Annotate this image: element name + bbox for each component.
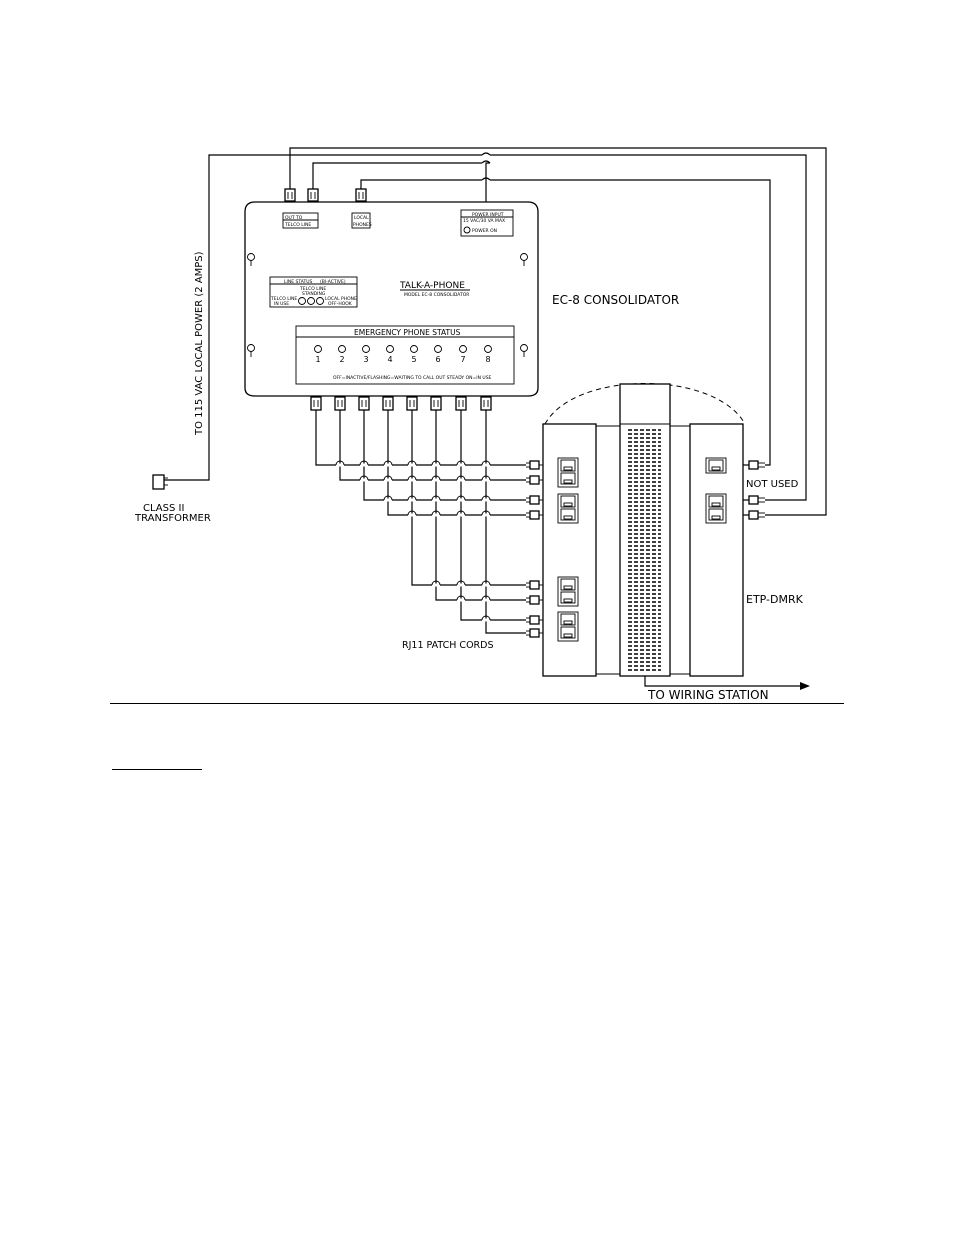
section-heading-underline	[112, 769, 202, 770]
output-plug-7	[455, 396, 467, 411]
local-label: LOCAL	[354, 215, 369, 221]
etp-dmrk-label: ETP-DMRK	[746, 593, 804, 606]
output-plug-8	[480, 396, 492, 411]
mount-keyholes	[247, 253, 528, 357]
top-wires	[164, 147, 827, 516]
ec8-consolidator: OUT TO TELCO LINE LOCAL PHONES POWER INP…	[244, 201, 539, 397]
power-rating-label: 15 VAC/30 VA MAX	[463, 218, 505, 224]
status-number-1: 1	[316, 355, 321, 364]
status-led-3	[362, 345, 370, 353]
right-jack-pair	[705, 493, 727, 524]
status-number-5: 5	[412, 355, 417, 364]
local-phone-label: LOCAL PHONE	[325, 296, 357, 302]
telco-line-in-use-label: TELCO LINE	[270, 296, 297, 302]
emergency-status-label: EMERGENCY PHONE STATUS	[354, 328, 461, 337]
status-number-7: 7	[461, 355, 466, 364]
power-input-label: POWER INPUT	[472, 212, 504, 218]
transformer-label-line1: CLASS II	[143, 503, 184, 514]
cord-plug-6	[529, 595, 540, 605]
power-on-led	[463, 226, 471, 234]
cord-plug-4	[529, 510, 540, 520]
status-led-6	[434, 345, 442, 353]
brand-label: TALK-A-PHONE	[399, 281, 465, 291]
out-to-label: OUT TO	[285, 215, 303, 221]
left-jack-module	[542, 423, 597, 677]
right-side-plugs	[743, 460, 765, 520]
patch-cord-plugs	[526, 460, 543, 638]
left-jack-pair-3	[557, 576, 579, 607]
output-plug-3	[358, 396, 370, 411]
class-ii-transformer: CLASS II TRANSFORMER	[134, 474, 211, 524]
not-used-label: NOT USED	[746, 479, 799, 490]
line-status-extra: (BI-ACTIVE)	[320, 279, 346, 285]
output-plug-4	[382, 396, 394, 411]
status-number-3: 3	[364, 355, 369, 364]
status-note: OFF=INACTIVE/FLASHING=WAITING TO CALL OU…	[333, 375, 492, 381]
status-led-off-hook	[316, 297, 324, 305]
rj11-patch-cords	[315, 410, 526, 634]
output-plug-2	[334, 396, 346, 411]
left-jack-pair-4	[557, 611, 579, 642]
status-led-7	[459, 345, 467, 353]
wiring-station-label: TO WIRING STATION	[647, 688, 769, 702]
telco-line-label: TELCO LINE	[284, 222, 311, 228]
transformer-label-line2: TRANSFORMER	[134, 513, 211, 524]
punch-down-block	[596, 383, 690, 677]
power-note: TO 115 VAC LOCAL POWER (2 AMPS)	[194, 251, 205, 436]
etp-dmrk-module	[689, 423, 744, 677]
right-jack-single	[705, 457, 727, 474]
cord-plug-2	[529, 475, 540, 485]
cord-plug-1	[529, 460, 540, 470]
patch-cords-label: RJ11 PATCH CORDS	[402, 640, 494, 651]
cord-plug-8	[529, 628, 540, 638]
in-use-label: IN USE	[274, 301, 289, 307]
emergency-status-leds: 1 2 3 4 5 6 7 8	[314, 345, 492, 364]
left-jack-pair-2	[557, 493, 579, 524]
top-plugs	[284, 188, 367, 202]
output-plug-1	[310, 396, 322, 411]
status-led-8	[484, 345, 492, 353]
status-number-4: 4	[388, 355, 393, 364]
cord-plug-7	[529, 615, 540, 625]
cord-plug-3	[529, 495, 540, 505]
section-divider	[110, 703, 844, 704]
cord-plug-5	[529, 580, 540, 590]
phones-label: PHONES	[353, 222, 372, 228]
status-led-in-use	[298, 297, 306, 305]
status-led-standing	[307, 297, 315, 305]
model-label: MODEL EC-8 CONSOLIDATOR	[404, 292, 469, 298]
status-led-5	[410, 345, 418, 353]
status-led-1	[314, 345, 322, 353]
left-jack-pair-1	[557, 457, 579, 488]
power-on-label: POWER ON	[472, 228, 497, 234]
output-plug-5	[406, 396, 418, 411]
status-number-6: 6	[436, 355, 441, 364]
status-number-2: 2	[340, 355, 345, 364]
status-number-8: 8	[486, 355, 491, 364]
consolidator-label: EC-8 CONSOLIDATOR	[552, 293, 679, 307]
wiring-station-arrow	[644, 676, 810, 690]
status-led-2	[338, 345, 346, 353]
status-led-4	[386, 345, 394, 353]
output-plug-6	[430, 396, 442, 411]
off-hook-label: OFF-HOOK	[328, 301, 353, 307]
telco-line-status-label: TELCO LINE	[299, 286, 326, 292]
standing-label: STANDING	[302, 291, 326, 297]
line-status-label: LINE STATUS	[284, 279, 313, 285]
bottom-plugs	[310, 396, 492, 411]
